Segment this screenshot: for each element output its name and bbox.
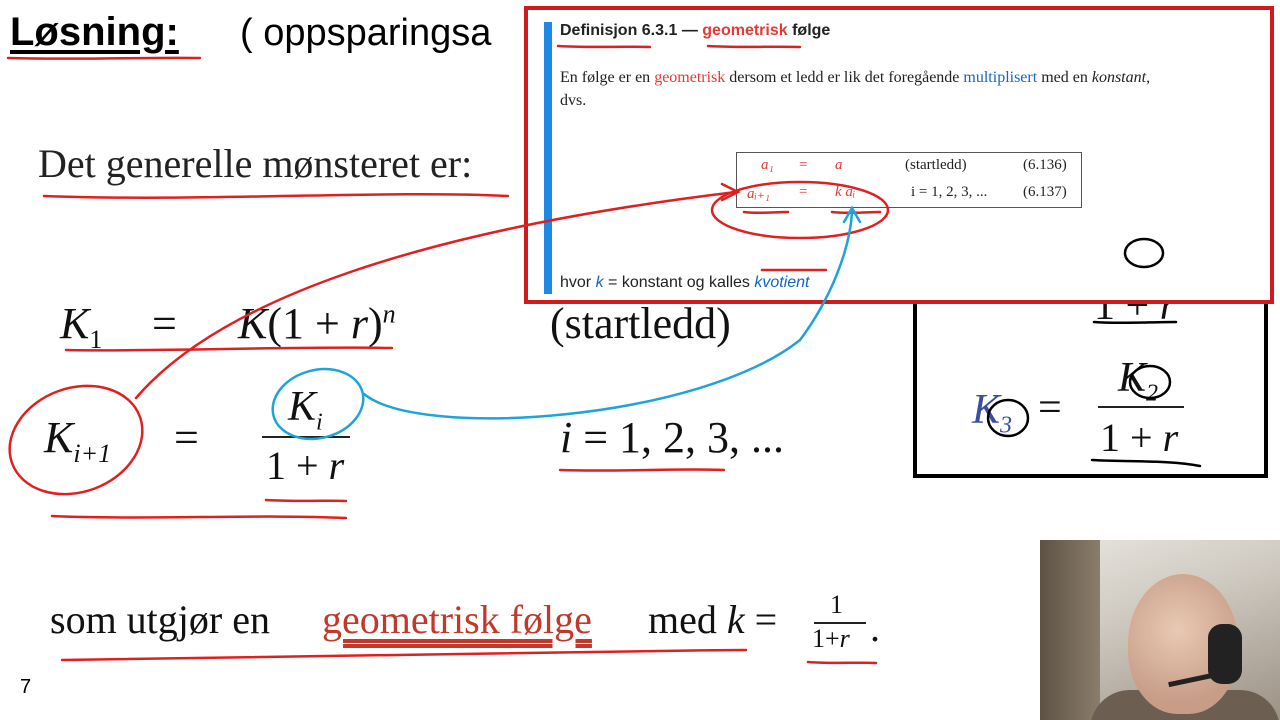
definition-footnote: hvor k = konstant og kalles kvotient: [560, 274, 810, 291]
fraction-bar: [262, 436, 350, 438]
underline-ratio: [806, 660, 878, 665]
k3-numerator: K2: [1118, 355, 1159, 407]
slide-number: 7: [20, 676, 32, 698]
underline-sequence: [558, 468, 726, 472]
ki1-symbol: Ki+1: [44, 413, 112, 468]
conclusion-text: som utgjør en: [50, 597, 270, 642]
equation-row: a₁ = a (startledd) (6.136): [761, 157, 1067, 173]
geometric-sequence-link[interactable]: geometrisk følge: [322, 597, 592, 642]
ratio-numerator: 1: [830, 590, 843, 619]
ratio-expression: med k =: [648, 597, 778, 642]
ki1-subscript: i+1: [73, 438, 112, 468]
underline-ki1-row: [50, 514, 348, 520]
fraction-numerator: Ki: [288, 384, 323, 436]
k1-expression: K(1 + r)n: [238, 299, 396, 348]
definition-equation-table: a₁ = a (startledd) (6.136) aᵢ₊₁ = k aᵢ i…: [736, 152, 1082, 208]
fraction-denominator: 1 + r: [266, 443, 345, 488]
k1-subscript: 1: [89, 324, 103, 354]
webcam-background: [1040, 540, 1100, 720]
definition-heading: Definisjon 6.3.1 — geometrisk følge: [560, 22, 831, 39]
k3-symbol: K3: [972, 387, 1013, 439]
ratio-fraction-bar: [814, 622, 866, 624]
k3-denominator: 1 + r: [1100, 415, 1179, 460]
underline-fraction: [264, 498, 348, 503]
underline-conclusion: [60, 648, 748, 662]
equals-sign: =: [152, 299, 177, 348]
k3-fraction-bar: [1098, 406, 1184, 408]
slide-subtitle: ( oppsparingsa: [240, 12, 492, 54]
definition-accent-bar: [544, 22, 552, 294]
underline-pattern: [42, 193, 510, 199]
period: .: [870, 605, 880, 650]
k3-formula-box: [913, 292, 1268, 478]
definition-text: En følge er en geometrisk dersom et ledd…: [560, 69, 1151, 109]
index-sequence: i = 1, 2, 3, ...: [560, 413, 785, 462]
slide-title: Løsning:: [10, 10, 179, 54]
ratio-denominator: 1+r: [812, 624, 850, 653]
k1-symbol: K1: [60, 299, 103, 354]
equals-sign: =: [1038, 385, 1062, 431]
webcam-overlay: [1040, 540, 1280, 720]
equals-sign: =: [174, 413, 199, 462]
equation-row: aᵢ₊₁ = k aᵢ i = 1, 2, 3, ... (6.137): [747, 184, 1067, 202]
underline-title: [6, 56, 202, 60]
pattern-label: Det generelle mønsteret er:: [38, 141, 473, 186]
startledd-label: (startledd): [550, 299, 731, 348]
